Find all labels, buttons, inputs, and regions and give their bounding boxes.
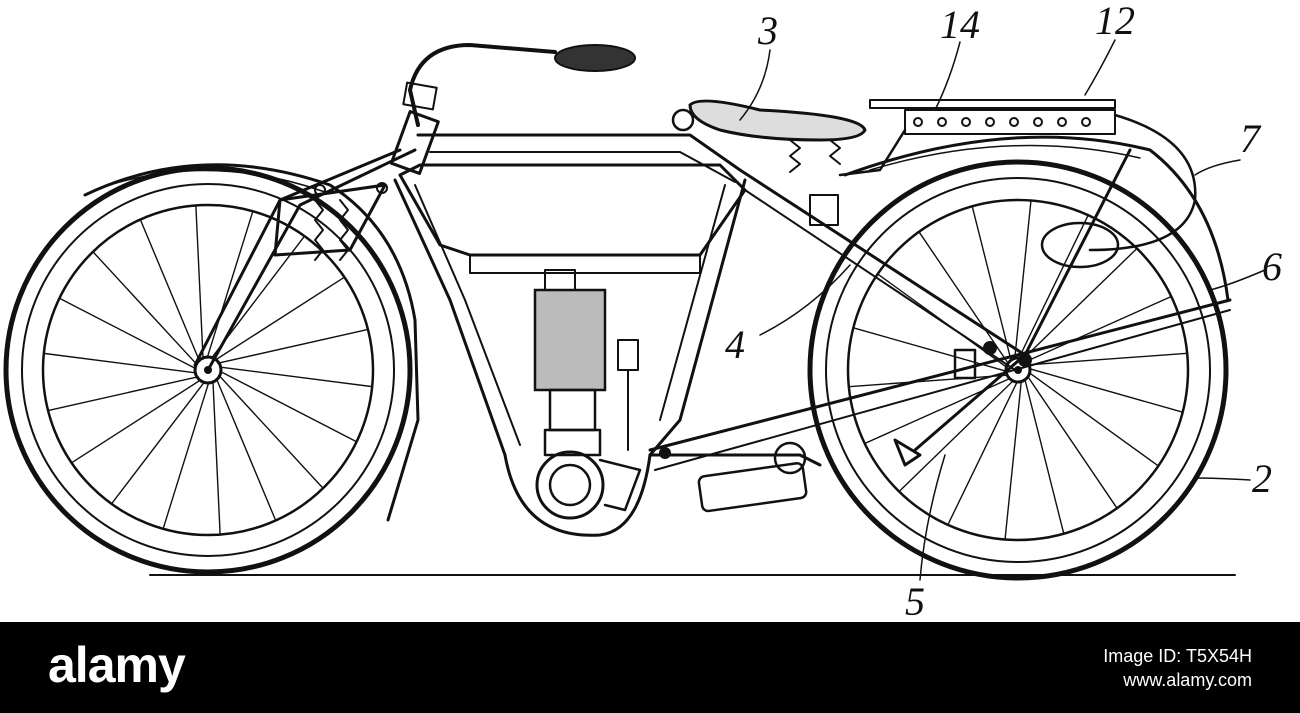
site-url-link[interactable]: www.alamy.com [1123, 670, 1252, 690]
rack-hole [1033, 117, 1043, 127]
spoke [218, 374, 324, 489]
spoke [971, 205, 1012, 361]
spoke [918, 231, 1009, 364]
rack-hole [985, 117, 995, 127]
spoke [1027, 376, 1118, 509]
spoke [1022, 247, 1138, 360]
stock-footer-bar: alamy Image ID: T5X54H www.alamy.com [0, 622, 1300, 713]
spoke [218, 366, 373, 388]
spoke [219, 370, 358, 443]
handlebar [402, 43, 636, 127]
spoke [110, 380, 206, 505]
callout-7: 7 [1240, 116, 1262, 161]
saddle [671, 99, 867, 226]
front-fork [193, 148, 417, 372]
front-mudguard [83, 163, 420, 522]
rack-hole [1057, 117, 1067, 127]
spoke [1024, 379, 1065, 535]
rack-hole [937, 117, 947, 127]
frame [389, 109, 1232, 537]
rack-hole [913, 117, 923, 127]
rear-wheel [807, 159, 1229, 581]
spoke [212, 380, 221, 536]
luggage-rack [838, 99, 1197, 252]
spoke [1028, 372, 1160, 467]
callout-5: 5 [905, 579, 925, 622]
spoke [1025, 295, 1172, 363]
spoke [848, 374, 1008, 388]
spoke [1018, 214, 1089, 359]
front-wheel [3, 165, 413, 575]
rack-hole [961, 117, 971, 127]
callout-4: 4 [725, 322, 745, 367]
spoke [947, 381, 1018, 526]
spoke [1004, 380, 1022, 541]
spoke [1028, 352, 1188, 366]
spoke [70, 379, 202, 464]
spoke [58, 297, 197, 370]
spoke [92, 251, 198, 366]
callout-3: 3 [757, 8, 778, 53]
rear-stand [893, 148, 1132, 467]
spoke [162, 381, 210, 530]
spoke [47, 376, 199, 412]
footer-meta: Image ID: T5X54H www.alamy.com [1103, 644, 1252, 692]
spoke [898, 380, 1014, 493]
motorcycle-illustration: 3 14 12 7 6 4 2 5 [3, 0, 1282, 622]
rack-hole [1009, 117, 1019, 127]
rear-mudguard [843, 135, 1230, 302]
spoke [214, 276, 346, 361]
engine [533, 269, 642, 520]
handle-grip [554, 44, 636, 72]
spoke [43, 352, 198, 374]
spoke [206, 210, 254, 359]
brand-logo[interactable]: alamy [48, 637, 186, 693]
spoke [215, 377, 277, 522]
image-id-text: Image ID: T5X54H [1103, 646, 1252, 666]
leader-lines [739, 39, 1266, 581]
rack-hole [1081, 117, 1091, 127]
callout-labels: 3 14 12 7 6 4 2 5 [725, 0, 1282, 622]
callout-2: 2 [1252, 456, 1272, 501]
patent-drawing: 3 14 12 7 6 4 2 5 [3, 0, 1282, 622]
callout-12: 12 [1095, 0, 1135, 43]
spoke [217, 328, 369, 364]
spoke [195, 204, 204, 360]
drive-train [648, 441, 822, 513]
spoke [1029, 368, 1184, 413]
callout-6: 6 [1262, 244, 1282, 289]
callout-14: 14 [940, 2, 980, 47]
spoke [139, 218, 201, 363]
spoke [1014, 199, 1032, 360]
